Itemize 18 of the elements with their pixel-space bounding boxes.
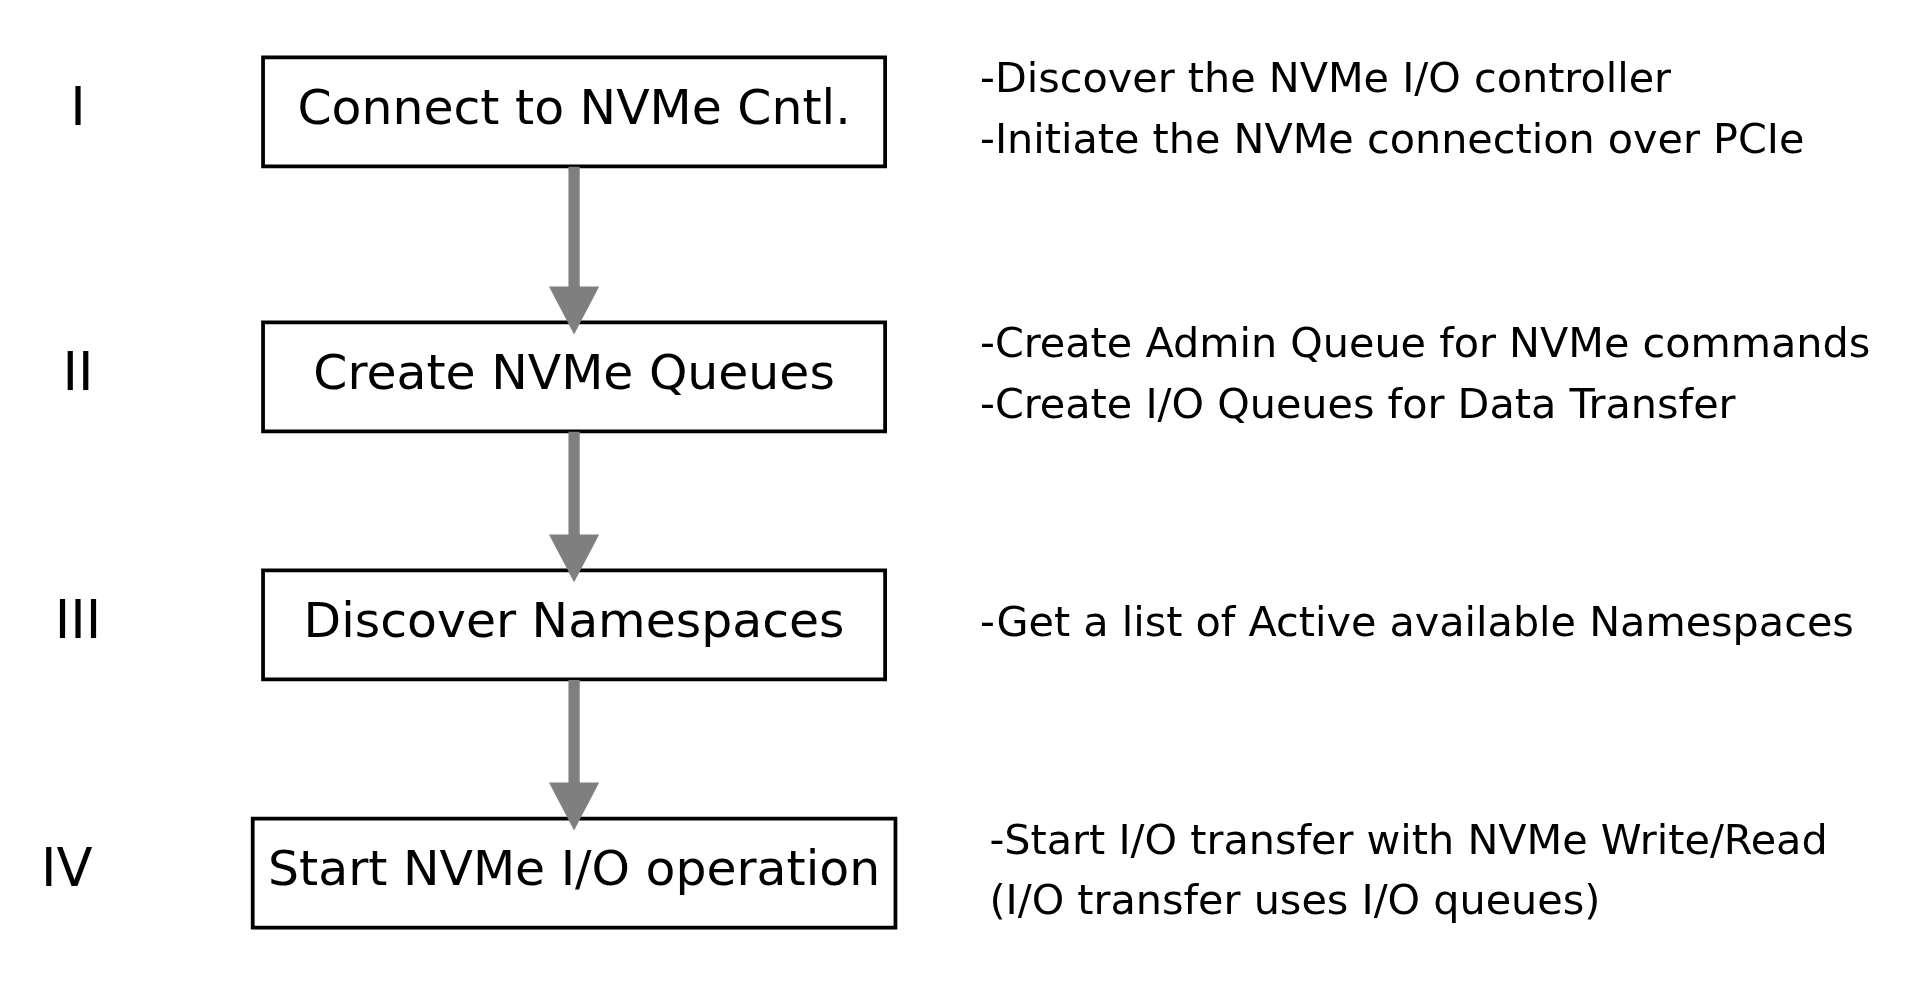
arrow [548,679,600,830]
node-label: (I/O transfer uses I/O queues) [989,875,1601,924]
node-label: -Start I/O transfer with NVMe Write/Read [989,815,1828,864]
label: I [70,75,86,137]
node-label: -Initiate the NVMe connection over PCIe [980,114,1805,163]
node-box: Start NVMe I/O operation [250,816,898,929]
arrow [548,166,600,334]
node-box: Discover Namespaces [261,568,887,681]
node-box: Create NVMe Queues [261,320,887,433]
node-label: -Create Admin Queue for NVMe commands [980,318,1871,367]
node-label: -Create I/O Queues for Data Transfer [980,379,1736,428]
node-box: Connect to NVMe Cntl. [261,55,887,168]
node-label: -Discover the NVMe I/O controller [980,53,1672,102]
label: III [54,588,102,650]
arrow [548,431,600,582]
label: II [62,340,94,402]
label: IV [40,836,93,898]
node-label: -Get a list of Active available Namespaces [980,597,1854,646]
